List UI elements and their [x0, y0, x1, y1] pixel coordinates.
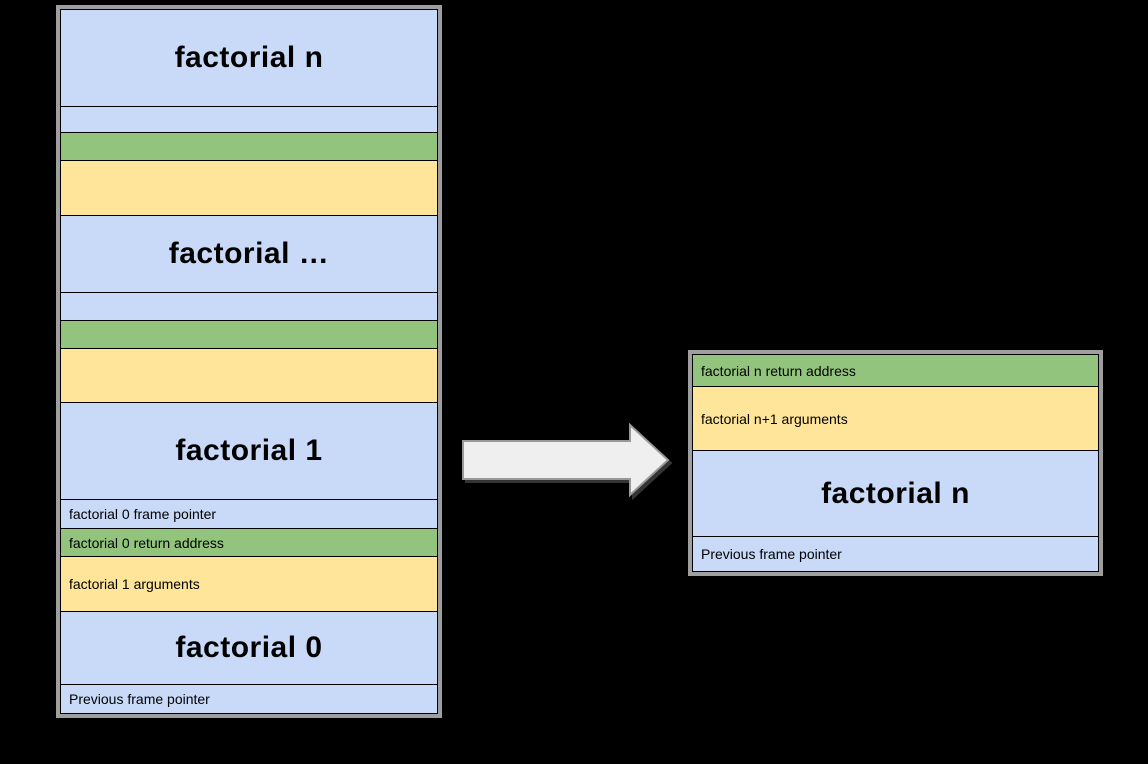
right-arrow-icon	[462, 423, 670, 497]
row-label: Previous frame pointer	[69, 691, 210, 707]
frame-label: factorial 0	[175, 631, 323, 664]
return-address-row	[61, 133, 437, 161]
frame-pointer-row	[61, 293, 437, 321]
previous-frame-pointer-row: Previous frame pointer	[693, 537, 1098, 571]
transform-arrow	[462, 423, 670, 497]
row-label: factorial n+1 arguments	[701, 410, 848, 427]
frame-row-factorial-1: factorial 1	[61, 403, 437, 500]
previous-frame-pointer-row: Previous frame pointer	[61, 685, 437, 713]
frame-pointer-row: factorial 0 frame pointer	[61, 500, 437, 529]
frame-pointer-row	[61, 107, 437, 133]
call-stack-before: factorial n factorial …	[56, 5, 442, 718]
row-label: Previous frame pointer	[701, 546, 842, 562]
frame-label: factorial …	[168, 237, 330, 270]
row-label: factorial 1 arguments	[69, 576, 200, 592]
arguments-row	[61, 349, 437, 403]
call-stack-after-cells: factorial n return address factorial n+1…	[692, 354, 1099, 572]
arguments-row: factorial 1 arguments	[61, 557, 437, 612]
call-stack-after: factorial n return address factorial n+1…	[688, 350, 1103, 576]
arguments-row: factorial n+1 arguments	[693, 387, 1098, 451]
call-stack-before-cells: factorial n factorial …	[60, 9, 438, 714]
return-address-row: factorial n return address	[693, 355, 1098, 387]
frame-label: factorial 1	[175, 434, 323, 467]
row-label: factorial n return address	[701, 362, 856, 379]
row-label: factorial 0 frame pointer	[69, 506, 217, 522]
frame-row-factorial-n: factorial n	[61, 10, 437, 107]
return-address-row: factorial 0 return address	[61, 529, 437, 557]
frame-row-factorial-ellipsis: factorial …	[61, 216, 437, 293]
frame-row-factorial-n: factorial n	[693, 451, 1098, 537]
frame-row-factorial-0: factorial 0	[61, 612, 437, 685]
arguments-row	[61, 161, 437, 216]
row-label: factorial 0 return address	[69, 534, 224, 551]
frame-label: factorial n	[821, 476, 970, 510]
frame-label: factorial n	[174, 41, 324, 74]
return-address-row	[61, 321, 437, 349]
